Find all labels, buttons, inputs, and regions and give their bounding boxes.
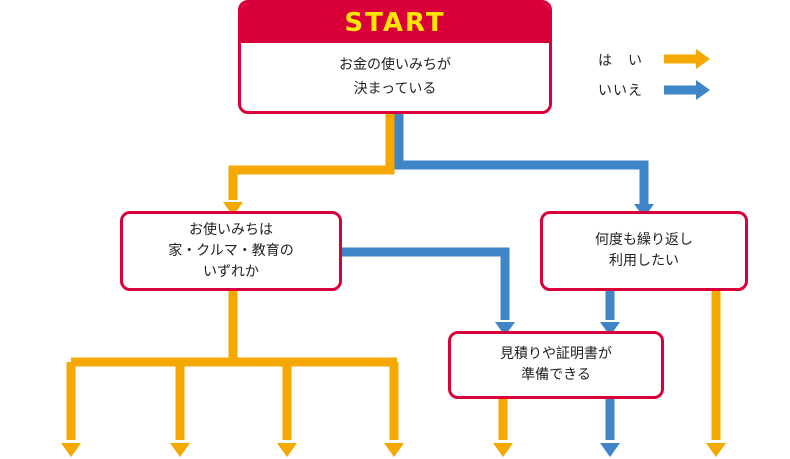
purpose-no-connector <box>342 247 510 320</box>
purpose-yes-arrowhead-1 <box>61 443 81 457</box>
legend-no-arrow-head <box>696 80 710 100</box>
repeat-no-arrowhead <box>600 322 620 336</box>
purpose-question-node: お使いみちは 家・クルマ・教育の いずれか <box>120 211 342 291</box>
legend-no-label: いいえ <box>598 83 643 99</box>
repeat-yes-arrowhead <box>706 443 726 457</box>
purpose-yes-arrowhead-3 <box>277 443 297 457</box>
start-yes-arrowhead <box>223 202 243 216</box>
purpose-no-arrowhead <box>495 322 515 336</box>
quote-document-question-node: 見積りや証明書が 準備できる <box>448 331 664 399</box>
quote-no-arrowhead <box>600 443 620 457</box>
start-yes-connector <box>228 114 395 200</box>
legend-yes-arrow-head <box>696 49 710 69</box>
start-question: お金の使いみちが 決まっている <box>339 57 451 97</box>
quote-yes-arrowhead <box>493 443 513 457</box>
legend-yes-label: は い <box>598 53 643 69</box>
purpose-yes-arrowhead-4 <box>384 443 404 457</box>
purpose-yes-arrowhead-2 <box>170 443 190 457</box>
start-no-connector <box>394 114 649 204</box>
start-node: START お金の使いみちが 決まっている <box>238 0 552 114</box>
repeat-use-question-node: 何度も繰り返し 利用したい <box>540 211 748 291</box>
start-title: START <box>241 3 549 43</box>
